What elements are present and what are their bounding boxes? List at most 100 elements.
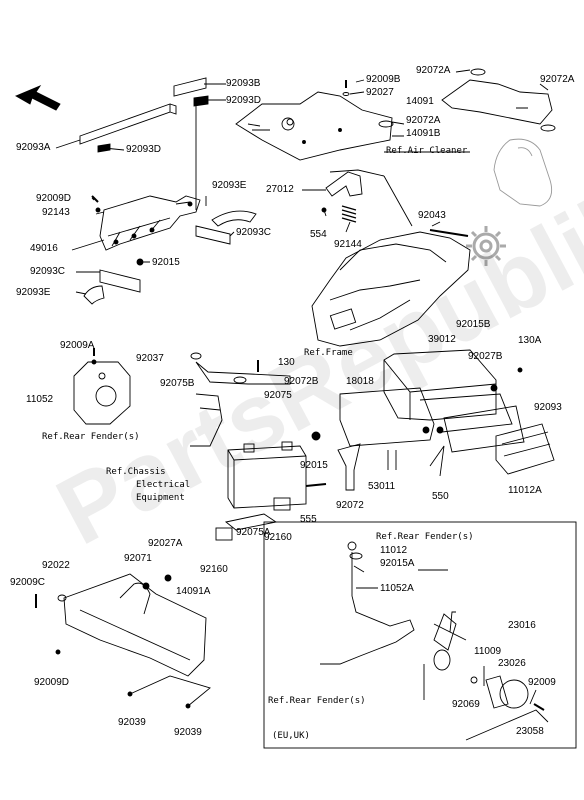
clip-553011	[387, 450, 397, 470]
part-label[interactable]: 92069	[452, 699, 480, 710]
part-label[interactable]: 92072A	[416, 65, 451, 76]
part-label[interactable]: 130	[278, 357, 295, 368]
spring-92144	[341, 205, 357, 223]
part-label[interactable]: 11012	[380, 545, 408, 556]
part-label[interactable]: 23016	[508, 620, 536, 631]
reference-note: Ref.Rear Fender(s)	[376, 532, 474, 542]
part-label[interactable]: 92071	[124, 553, 152, 564]
part-label[interactable]: 14091	[406, 96, 434, 107]
part-label[interactable]: 92093	[534, 402, 562, 413]
part-label[interactable]: 92093C	[30, 266, 66, 277]
screw-555	[305, 483, 327, 487]
battery-pad-92160-right	[273, 497, 291, 511]
part-label[interactable]: 11052	[26, 394, 54, 405]
clip-92072A	[378, 120, 394, 128]
battery-pad-92160-left	[215, 527, 233, 541]
foam-strip-92093A	[79, 103, 177, 145]
part-label[interactable]: 92009D	[34, 677, 70, 688]
part-label[interactable]: 92037	[136, 353, 164, 364]
reference-note: Equipment	[136, 493, 185, 503]
bolt-92043	[429, 229, 469, 237]
part-label[interactable]: 14091B	[406, 128, 441, 139]
part-label[interactable]: 92160	[200, 564, 228, 575]
part-label[interactable]: 92027B	[468, 351, 503, 362]
part-label[interactable]: 92043	[418, 210, 446, 221]
part-label[interactable]: 92027	[366, 87, 394, 98]
part-label[interactable]: 92027A	[148, 538, 183, 549]
part-label[interactable]: 555	[300, 514, 317, 525]
license-lamp-23016	[433, 613, 457, 651]
part-label[interactable]: 92039	[118, 717, 146, 728]
reference-note: Ref.Rear Fender(s)	[42, 432, 140, 442]
part-label[interactable]: 92093C	[236, 227, 272, 238]
part-label[interactable]: 11012A	[508, 485, 542, 496]
part-label[interactable]: 11052A	[380, 583, 414, 594]
part-label[interactable]: 92144	[334, 239, 362, 250]
part-label[interactable]: 92075A	[236, 527, 271, 538]
foam-block-92093C-right	[195, 225, 231, 245]
reference-note: Electrical	[136, 480, 191, 490]
part-label[interactable]: 49016	[30, 243, 58, 254]
part-label[interactable]: 14091A	[176, 586, 211, 597]
part-label[interactable]: 18018	[346, 376, 374, 387]
part-label[interactable]: 92009D	[36, 193, 72, 204]
watermark-gear-icon	[466, 226, 506, 266]
part-label[interactable]: 92093B	[226, 78, 261, 89]
part-label[interactable]: 92009C	[10, 577, 46, 588]
part-label[interactable]: 92093D	[226, 95, 262, 106]
part-label[interactable]: 92143	[42, 207, 70, 218]
ring-11009	[485, 675, 509, 709]
part-label[interactable]: 27012	[266, 184, 294, 195]
part-label[interactable]: 92015A	[380, 558, 415, 569]
part-label[interactable]: 92072A	[406, 115, 441, 126]
part-label[interactable]: 92015	[152, 257, 180, 268]
battery-case-lid-18018	[339, 387, 435, 447]
part-label[interactable]: 92009A	[60, 340, 95, 351]
cover-11012A	[495, 423, 555, 475]
reference-note: (EU,UK)	[272, 731, 310, 741]
part-label[interactable]: 130A	[518, 335, 542, 346]
lens-23026	[499, 679, 529, 709]
gasket-92093	[443, 405, 525, 453]
part-label[interactable]: 92093D	[126, 144, 162, 155]
part-label[interactable]: 92015B	[456, 319, 491, 330]
part-label[interactable]: 53011	[368, 481, 396, 492]
part-label[interactable]: 92075	[264, 390, 292, 401]
foam-pad-92093D-top	[193, 95, 209, 107]
part-label[interactable]: 92039	[174, 727, 202, 738]
battery-case-39012	[383, 349, 497, 421]
part-label[interactable]: 23058	[516, 726, 544, 737]
fastener-92009D	[91, 195, 99, 203]
part-label[interactable]: 92160	[264, 532, 292, 543]
part-label[interactable]: 92072	[336, 500, 364, 511]
part-label[interactable]: 92072A	[540, 74, 575, 85]
part-label[interactable]: 39012	[428, 334, 456, 345]
part-label[interactable]: 92093E	[212, 180, 247, 191]
part-label[interactable]: 92015	[300, 460, 328, 471]
reference-note: Ref.Air Cleaner	[386, 146, 468, 156]
part-label[interactable]: 554	[310, 229, 327, 240]
bracket-11052	[73, 361, 131, 425]
part-label[interactable]: 11009	[474, 646, 502, 657]
bracket-92072	[337, 443, 361, 491]
foam-strip-92093B	[173, 77, 207, 97]
part-label[interactable]: 92009	[528, 677, 556, 688]
part-label[interactable]: 92075B	[160, 378, 195, 389]
pin-550	[429, 445, 445, 477]
foam-block-92093C-left	[99, 269, 141, 293]
part-label[interactable]: 92093A	[16, 142, 51, 153]
part-label[interactable]: 550	[432, 491, 449, 502]
part-label[interactable]: 92093E	[16, 287, 51, 298]
part-label[interactable]: 23026	[498, 658, 526, 669]
foam-arc-92093E	[211, 210, 257, 227]
part-label[interactable]: 92022	[42, 560, 70, 571]
part-label[interactable]: 92072B	[284, 376, 319, 387]
battery-strap-92037	[195, 361, 291, 385]
frame	[311, 231, 471, 347]
bracket-49016	[99, 195, 201, 251]
part-label[interactable]: 92009B	[366, 74, 401, 85]
reference-note: Ref.Rear Fender(s)	[268, 696, 366, 706]
foam-arc-92093E-left	[83, 285, 105, 305]
